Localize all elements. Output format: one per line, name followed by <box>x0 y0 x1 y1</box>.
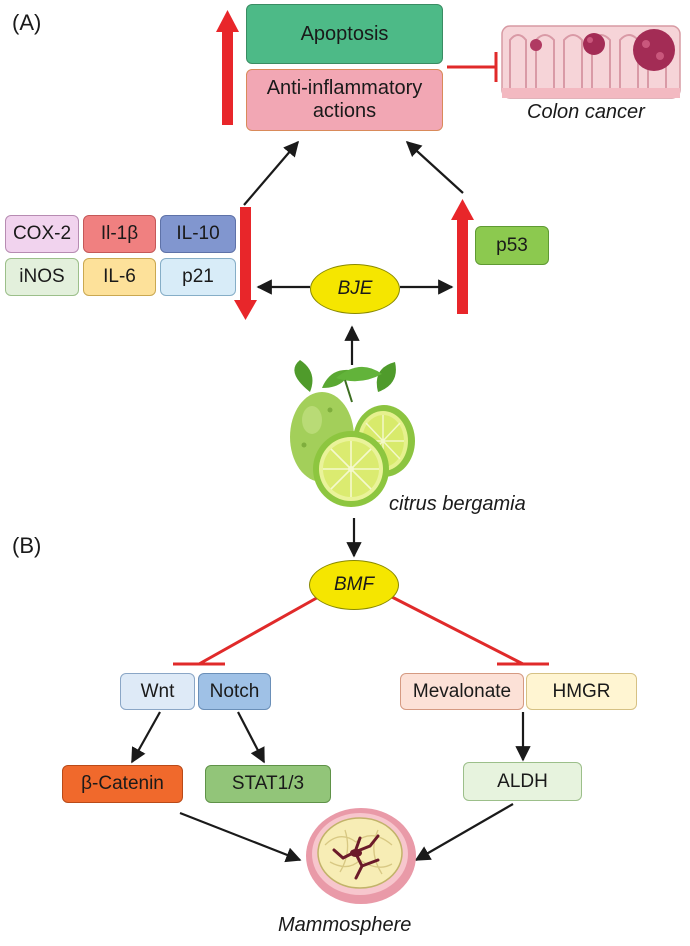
colon-cancer-label: Colon cancer <box>527 101 645 123</box>
wnt-label: Wnt <box>140 680 175 702</box>
arrow-aldh-to-mammosphere <box>414 803 514 861</box>
marker-cox2-label: COX-2 <box>12 223 72 245</box>
marker-il1b: Il-1β <box>83 215 156 253</box>
anti-inflammatory-box: Anti-inflammatory actions <box>246 69 443 131</box>
hmgr-box: HMGR <box>526 673 637 710</box>
marker-p53-label: p53 <box>496 234 528 256</box>
aldh-box: ALDH <box>463 762 582 801</box>
notch-box: Notch <box>198 673 271 710</box>
mevalonate-box: Mevalonate <box>400 673 524 710</box>
marker-il10-label: IL-10 <box>176 223 220 245</box>
arrow-beta-catenin-to-mammosphere <box>179 811 302 863</box>
panel-a-label: (A) <box>12 10 42 35</box>
bmf-label: BMF <box>333 574 375 595</box>
arrow-notch-to-stat <box>237 711 265 764</box>
marker-inos: iNOS <box>5 258 79 296</box>
beta-catenin-label: β-Catenin <box>81 773 164 795</box>
bmf-ellipse: BMF <box>309 560 399 610</box>
marker-p53: p53 <box>475 226 549 265</box>
hmgr-label: HMGR <box>552 680 611 702</box>
wnt-box: Wnt <box>120 673 195 710</box>
marker-cox2: COX-2 <box>5 215 79 253</box>
marker-p21: p21 <box>160 258 236 296</box>
colon-cancer-illustration <box>501 25 681 99</box>
bergamot-fruit-illustration <box>290 360 415 507</box>
inhibition-colon-cancer <box>447 52 498 82</box>
panel-b-label: (B) <box>12 533 42 558</box>
downregulation-arrow-markers <box>234 207 257 320</box>
apoptosis-label: Apoptosis <box>300 22 389 45</box>
anti-inflammatory-label: Anti-inflammatory actions <box>266 77 423 122</box>
arrow-wnt-to-beta-catenin <box>131 711 161 764</box>
mammosphere-label: Mammosphere <box>278 914 412 936</box>
marker-il10: IL-10 <box>160 215 236 253</box>
arrow-markers-to-outcomes <box>243 140 300 206</box>
stat-box: STAT1/3 <box>205 765 331 803</box>
apoptosis-box: Apoptosis <box>246 4 443 64</box>
inhibition-mevalonate-hmgr <box>387 593 549 666</box>
marker-il6: IL-6 <box>83 258 156 296</box>
stat-label: STAT1/3 <box>231 773 305 795</box>
upregulation-arrow-p53 <box>451 199 474 314</box>
mevalonate-label: Mevalonate <box>412 680 512 702</box>
beta-catenin-box: β-Catenin <box>62 765 183 803</box>
bje-label: BJE <box>337 278 373 299</box>
marker-p21-label: p21 <box>182 266 214 288</box>
upregulation-arrow-outcomes <box>216 10 239 125</box>
bje-ellipse: BJE <box>310 264 400 314</box>
marker-il1b-label: Il-1β <box>100 223 139 245</box>
inhibition-wnt-notch <box>173 593 323 666</box>
notch-label: Notch <box>209 680 260 702</box>
aldh-label: ALDH <box>497 770 548 792</box>
plant-name: citrus bergamia <box>389 493 526 515</box>
marker-inos-label: iNOS <box>19 266 65 288</box>
mammosphere-illustration <box>306 808 416 904</box>
marker-il6-label: IL-6 <box>103 266 136 288</box>
arrow-p53-to-outcomes <box>405 140 464 194</box>
